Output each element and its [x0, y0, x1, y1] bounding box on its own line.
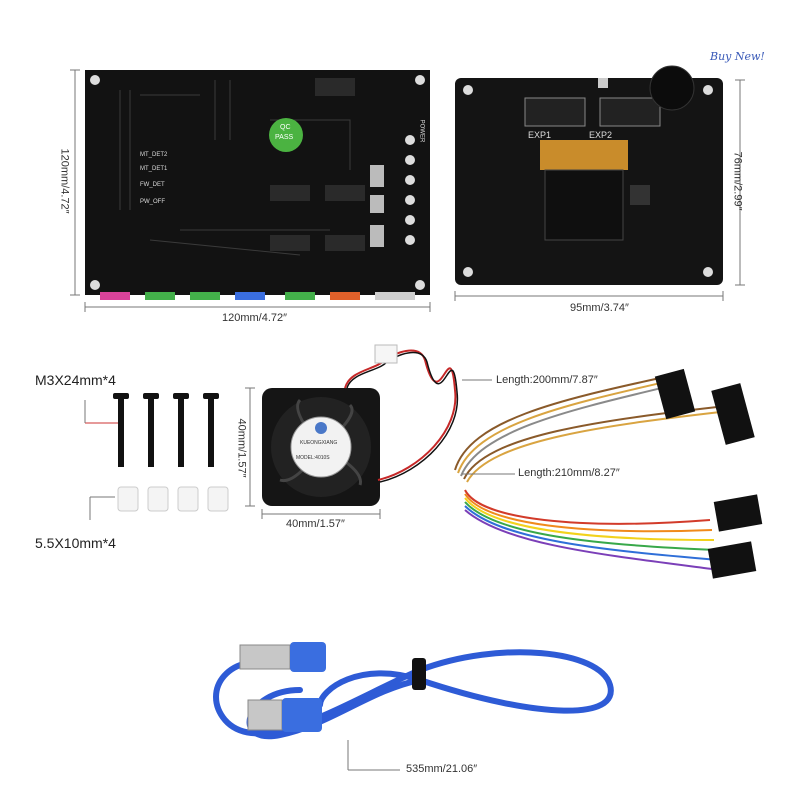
- mainboard-height-label: 120mm/4.72″: [58, 148, 71, 214]
- display-width-label: 95mm/3.74″: [570, 302, 629, 314]
- usb-a-plug: [239, 642, 326, 672]
- silk-mt-det2: MT_DET2: [140, 152, 168, 158]
- display-board: [455, 65, 723, 285]
- usb-b-plug: [247, 698, 322, 732]
- cable-long-label: Length:210mm/8.27″: [518, 467, 620, 479]
- fan-width-label: 40mm/1.57″: [286, 518, 345, 530]
- silk-fw-det: FW_DET: [140, 182, 165, 188]
- fan-model-text: MODEL:4010S: [296, 455, 330, 461]
- silk-pw-off: PW_OFF: [140, 199, 165, 205]
- usb-cable-label: 535mm/21.06″: [406, 763, 478, 775]
- spacers: [117, 486, 229, 512]
- ribbon-cables: [454, 377, 739, 571]
- screws: [113, 393, 219, 467]
- mainboard: [85, 70, 430, 300]
- fan: [262, 388, 380, 506]
- fan-brand-text: KUEONGXIANG: [300, 440, 338, 446]
- silk-power: POWER: [418, 119, 425, 143]
- spacers-label: 5.5X10mm*4: [35, 535, 116, 551]
- screws-label: M3X24mm*4: [35, 372, 116, 388]
- fan-height-label: 40mm/1.57″: [235, 418, 248, 478]
- mainboard-width-label: 120mm/4.72″: [222, 312, 288, 324]
- silk-qc: QC: [280, 124, 291, 131]
- silk-pass: PASS: [275, 134, 294, 141]
- watermark-text: Buy New!: [710, 50, 765, 63]
- exp1-label: EXP1: [528, 130, 552, 140]
- silk-mt-det1: MT_DET1: [140, 166, 168, 172]
- exp2-label: EXP2: [589, 130, 613, 140]
- display-height-label: 76mm/2.99″: [731, 151, 744, 211]
- cable-short-label: Length:200mm/7.87″: [496, 374, 598, 386]
